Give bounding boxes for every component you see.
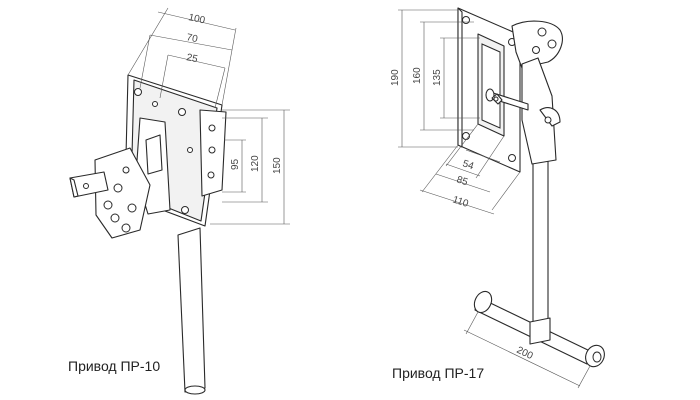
pr10-dim-25: 25 (185, 52, 199, 65)
drive-pr17-drawing: 190 160 135 54 85 110 200 (390, 7, 605, 389)
pr10-side-bracket (199, 109, 227, 197)
pr10-dimension-lines (127, 7, 290, 225)
pr10-dim-150: 150 (272, 157, 283, 174)
pr10-handle-rod (177, 227, 206, 395)
pr17-dimension-lines (398, 9, 591, 389)
pr17-locking-bolt (485, 88, 529, 111)
pr10-dim-120: 120 (250, 155, 261, 172)
pr17-cam-bracket (511, 20, 563, 69)
pr10-dim-100: 100 (187, 12, 206, 26)
pr17-dim-85: 85 (455, 174, 469, 188)
pr17-dim-54: 54 (461, 158, 475, 172)
pr17-lever-arm (521, 57, 561, 165)
pr17-handle-rod (532, 159, 549, 336)
pr17-dim-200: 200 (515, 345, 535, 362)
pr17-dim-160: 160 (412, 67, 423, 84)
pr10-dim-95: 95 (230, 158, 241, 170)
drive-pr10-drawing: 100 70 25 95 120 150 (69, 7, 290, 395)
pr17-caption: Привод ПР-17 (392, 365, 485, 381)
pr10-dimension-labels: 100 70 25 95 120 150 (185, 12, 283, 174)
pr17-t-handle (473, 290, 605, 368)
pr17-dim-110: 110 (451, 194, 470, 210)
pr10-lever-mechanism (69, 117, 171, 239)
pr17-dim-135: 135 (432, 69, 443, 86)
pr17-dim-190: 190 (390, 69, 401, 86)
pr10-caption: Привод ПР-10 (68, 358, 161, 374)
pr10-dim-70: 70 (185, 32, 199, 45)
